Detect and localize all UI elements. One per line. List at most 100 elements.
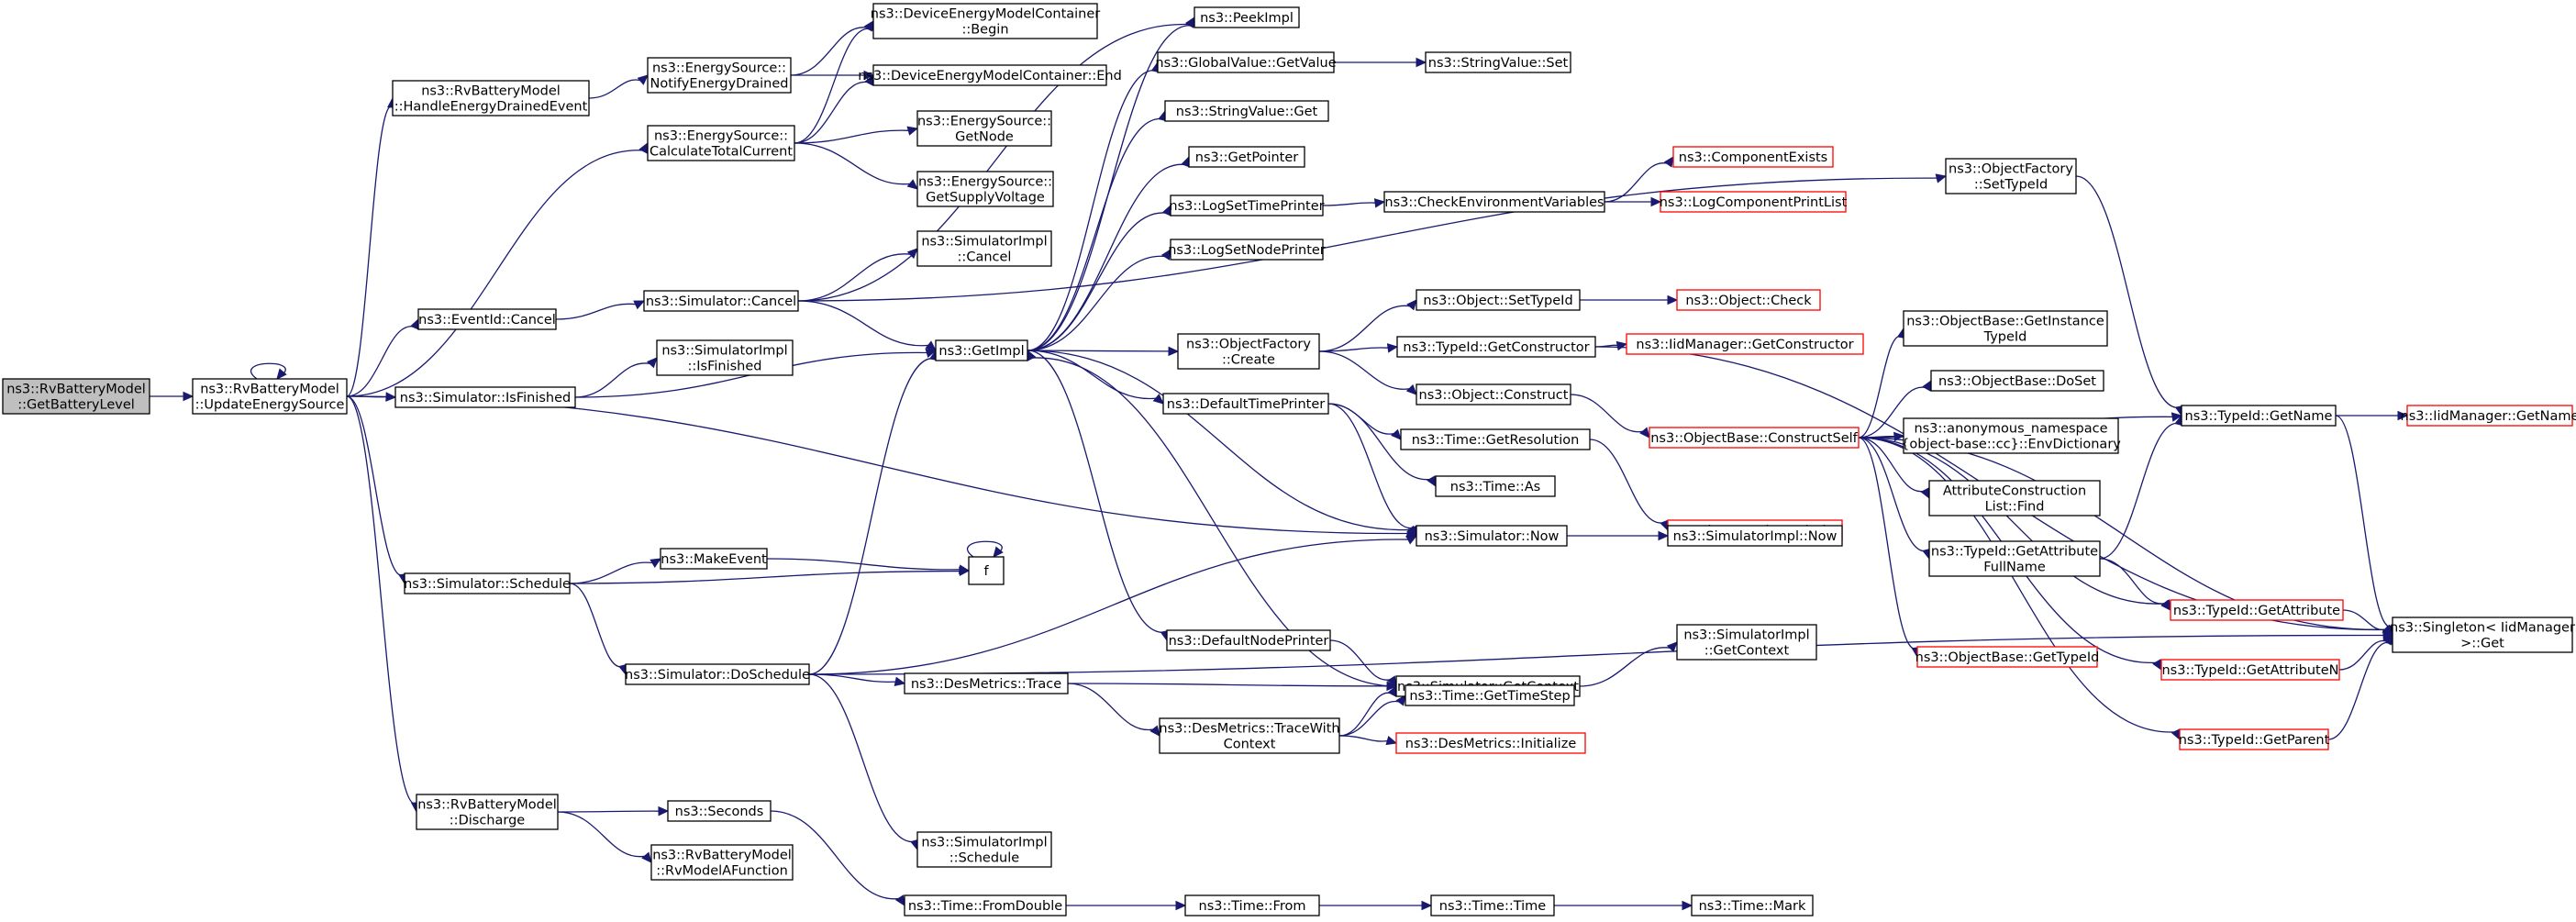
edge-simdoschedule-to-simnow [808, 535, 1418, 675]
node-iidgetname[interactable]: ns3::IidManager::GetName [2401, 405, 2576, 427]
node-timemark[interactable]: ns3::Time::Mark [1691, 894, 1814, 916]
node-svset[interactable]: ns3::StringValue::Set [1425, 51, 1571, 73]
edge-line [1027, 350, 1171, 352]
node-simimplschedule[interactable]: ns3::SimulatorImpl::Schedule [916, 831, 1052, 868]
node-obgettypeid[interactable]: ns3::ObjectBase::GetTypeId [1915, 646, 2100, 668]
node-dembegin[interactable]: ns3::DeviceEnergyModelContainer::Begin [871, 3, 1101, 39]
edge-arrowhead [1416, 57, 1427, 68]
node-timegetstep[interactable]: ns3::Time::GetTimeStep [1405, 684, 1575, 706]
edge-line [2335, 415, 2393, 628]
node-box [916, 831, 1052, 868]
node-objconstruct[interactable]: ns3::Object::Construct [1416, 383, 1571, 405]
node-evcancel[interactable]: ns3::EventId::Cancel [417, 308, 557, 330]
node-logsetnode[interactable]: ns3::LogSetNodePrinter [1168, 239, 1326, 261]
node-desminit[interactable]: ns3::DesMetrics::Initialize [1395, 732, 1586, 754]
edge-gvgetvalue-to-svset [1334, 57, 1427, 68]
node-checkenv[interactable]: ns3::CheckEnvironmentVariables [1383, 191, 1605, 213]
node-gvgetvalue[interactable]: ns3::GlobalValue::GetValue [1155, 51, 1337, 73]
node-timefrom[interactable]: ns3::Time::From [1184, 894, 1320, 916]
node-tidgetattr[interactable]: ns3::TypeId::GetAttribute [2170, 599, 2344, 621]
node-discharge[interactable]: ns3::RvBatteryModel::Discharge [416, 794, 559, 830]
node-f[interactable]: f [968, 556, 1005, 585]
node-logcomplist[interactable]: ns3::LogComponentPrintList [1660, 191, 1848, 213]
node-getnode[interactable]: ns3::EnergySource::GetNode [916, 110, 1052, 147]
node-defnodeprinter[interactable]: ns3::DefaultNodePrinter [1166, 629, 1331, 651]
node-singletonget[interactable]: ns3::Singleton< IidManager>::Get [2390, 617, 2575, 653]
node-simimplisfinished[interactable]: ns3::SimulatorImpl::IsFinished [656, 339, 794, 376]
node-anonenv[interactable]: ns3::anonymous_namespace{object-base::cc… [1901, 417, 2121, 454]
node-notify[interactable]: ns3::EnergySource::NotifyEnergyDrained [647, 57, 792, 94]
edge-line [1067, 683, 1155, 731]
node-obdoset[interactable]: ns3::ObjectBase::DoSet [1930, 370, 2104, 392]
node-label: ::Begin [961, 23, 1008, 38]
node-getbattery[interactable]: ns3::RvBatteryModel::GetBatteryLevel [2, 378, 150, 415]
node-simnow[interactable]: ns3::Simulator::Now [1416, 525, 1568, 547]
node-label: GetNode [955, 130, 1014, 145]
node-obconstructself[interactable]: ns3::ObjectBase::ConstructSelf [1649, 427, 1860, 449]
node-label: ns3::Object::SetTypeId [1423, 294, 1572, 308]
edge-arrowhead [1149, 725, 1160, 737]
node-peekimpl[interactable]: ns3::PeekImpl [1194, 6, 1300, 28]
edge-line [1338, 735, 1389, 742]
edge-line [569, 561, 654, 584]
edge-line [1318, 350, 1411, 390]
node-simdoschedule[interactable]: ns3::Simulator::DoSchedule [625, 663, 810, 685]
node-calc[interactable]: ns3::EnergySource::CalculateTotalCurrent [647, 125, 795, 161]
node-label: ::IsFinished [687, 360, 761, 374]
node-box [1416, 383, 1571, 405]
node-handle[interactable]: ns3::RvBatteryModel::HandleEnergyDrained… [392, 80, 590, 117]
node-timetime[interactable]: ns3::Time::Time [1430, 894, 1555, 916]
node-label: ns3::Time::GetResolution [1412, 433, 1580, 448]
node-timeas[interactable]: ns3::Time::As [1435, 475, 1556, 497]
node-simimplcancel[interactable]: ns3::SimulatorImpl::Cancel [916, 230, 1052, 267]
node-label: TypeId [1983, 330, 2027, 345]
node-simschedule[interactable]: ns3::Simulator::Schedule [404, 572, 571, 594]
node-timegetres[interactable]: ns3::Time::GetResolution [1400, 428, 1591, 450]
edge-line [1338, 700, 1401, 737]
edge-arrowhead [1639, 427, 1650, 439]
node-iidgetctor[interactable]: ns3::IidManager::GetConstructor [1626, 333, 1864, 355]
node-isfinished[interactable]: ns3::Simulator::IsFinished [394, 386, 576, 408]
node-label: ns3::Object::Check [1685, 294, 1812, 308]
node-svget[interactable]: ns3::StringValue::Get [1164, 100, 1329, 122]
node-ofcreate[interactable]: ns3::ObjectFactory::Create [1177, 333, 1320, 370]
node-supplyv[interactable]: ns3::EnergySource::GetSupplyVoltage [916, 171, 1054, 207]
node-tidgetattrn[interactable]: ns3::TypeId::GetAttributeN [2160, 659, 2340, 681]
edge-line [1027, 350, 1158, 400]
node-logsettime[interactable]: ns3::LogSetTimePrinter [1169, 194, 1325, 217]
edge-line [346, 326, 416, 397]
node-rvmodelaf[interactable]: ns3::RvBatteryModel::RvModelAFunction [650, 844, 794, 881]
edge-isfinished-to-simimplisfinished [574, 357, 658, 398]
node-ofsettypeid[interactable]: ns3::ObjectFactory::SetTypeId [1945, 158, 2077, 194]
node-simimplgetcontext[interactable]: ns3::SimulatorImpl::GetContext [1676, 624, 1817, 661]
node-label: ns3::anonymous_namespace [1914, 422, 2107, 437]
node-tidgetparent[interactable]: ns3::TypeId::GetParent [2179, 728, 2330, 750]
node-seconds[interactable]: ns3::Seconds [667, 800, 772, 822]
node-getimpl[interactable]: ns3::GetImpl [935, 339, 1028, 361]
node-makeevent[interactable]: ns3::MakeEvent [660, 548, 768, 570]
node-tidgetctor[interactable]: ns3::TypeId::GetConstructor [1396, 336, 1596, 358]
node-update[interactable]: ns3::RvBatteryModel::UpdateEnergySource [192, 378, 348, 415]
node-desmtrace[interactable]: ns3::DesMetrics::Trace [904, 672, 1069, 694]
node-objcheck[interactable]: ns3::Object::Check [1676, 289, 1821, 311]
node-demend[interactable]: ns3::DeviceEnergyModelContainer::End [858, 64, 1122, 86]
node-deftimeprinter[interactable]: ns3::DefaultTimePrinter [1162, 393, 1329, 415]
node-box [647, 125, 795, 161]
node-simimplnow[interactable]: ns3::SimulatorImpl::Now [1667, 525, 1843, 547]
node-timefromdouble[interactable]: ns3::Time::FromDouble [904, 894, 1067, 916]
node-simcancel[interactable]: ns3::Simulator::Cancel [643, 290, 799, 312]
node-compexists[interactable]: ns3::ComponentExists [1672, 146, 1834, 168]
node-getpointer[interactable]: ns3::GetPointer [1188, 146, 1305, 168]
node-tidgetname[interactable]: ns3::TypeId::GetName [2181, 405, 2337, 427]
node-label: ns3::SimulatorImpl [921, 235, 1047, 250]
edge-arrowhead [1935, 173, 1948, 183]
node-label: ns3::IidManager::GetName [2401, 409, 2576, 424]
node-label: ns3::PeekImpl [1200, 11, 1294, 26]
node-label: ns3::TypeId::GetConstructor [1403, 340, 1589, 355]
edge-arrowhead [958, 564, 971, 574]
node-objsettypeid[interactable]: ns3::Object::SetTypeId [1416, 289, 1581, 311]
